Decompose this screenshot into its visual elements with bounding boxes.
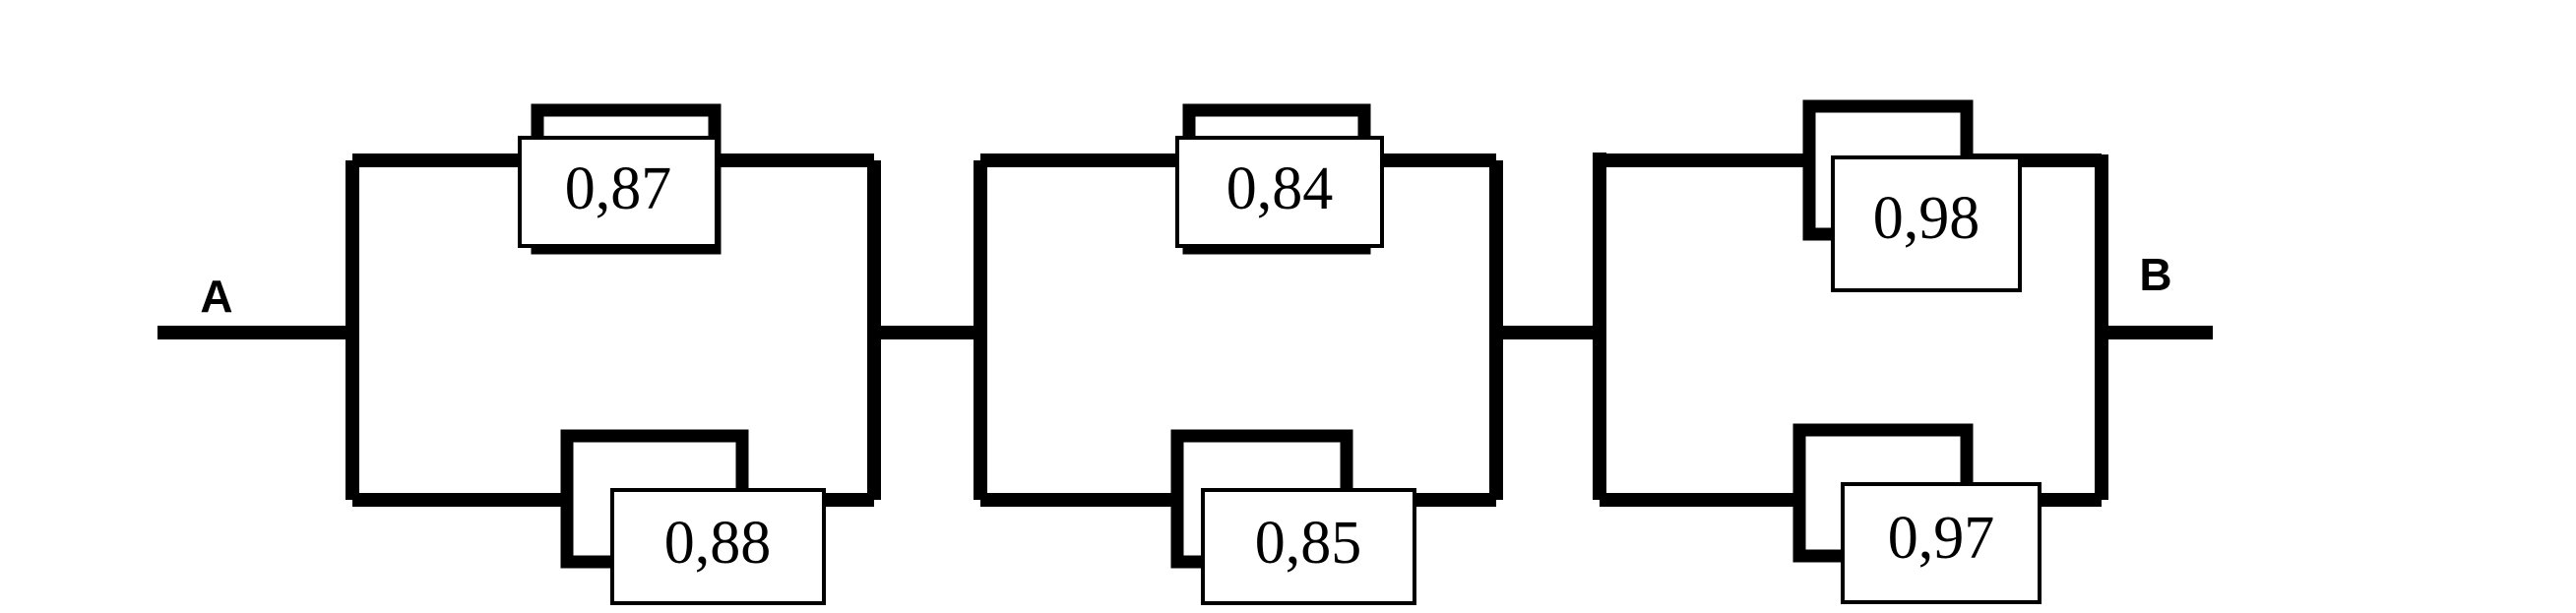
- block-0-98-label-box: [1831, 155, 2022, 292]
- block-0-97-value: 0,97: [1888, 505, 1995, 572]
- block-0-88[interactable]: 0,88: [610, 488, 826, 605]
- block-0-87-value: 0,87: [565, 155, 672, 222]
- block-0-85-label-box: [1201, 488, 1416, 605]
- terminal-label-b: B: [2139, 249, 2171, 300]
- block-0-87-label-box: [518, 136, 719, 248]
- block-0-87[interactable]: 0,87: [518, 136, 719, 248]
- group-2: 0,84 0,85: [974, 103, 1600, 605]
- block-0-84-label-box: [1175, 136, 1384, 248]
- block-0-97-label-box: [1841, 482, 2042, 604]
- block-0-88-value: 0,88: [664, 510, 772, 577]
- block-0-85-value: 0,85: [1255, 510, 1362, 577]
- block-0-97[interactable]: 0,97: [1841, 482, 2042, 604]
- block-0-98-value: 0,98: [1873, 185, 1980, 252]
- terminal-label-a: A: [200, 271, 232, 322]
- group-1: 0,87 0,88: [157, 103, 980, 605]
- group-3: 0,98 0,97: [1593, 99, 2213, 604]
- block-0-84-value: 0,84: [1226, 155, 1334, 222]
- block-0-88-label-box: [610, 488, 826, 605]
- block-0-85[interactable]: 0,85: [1201, 488, 1416, 605]
- block-0-84[interactable]: 0,84: [1175, 136, 1384, 248]
- block-0-98[interactable]: 0,98: [1831, 155, 2022, 292]
